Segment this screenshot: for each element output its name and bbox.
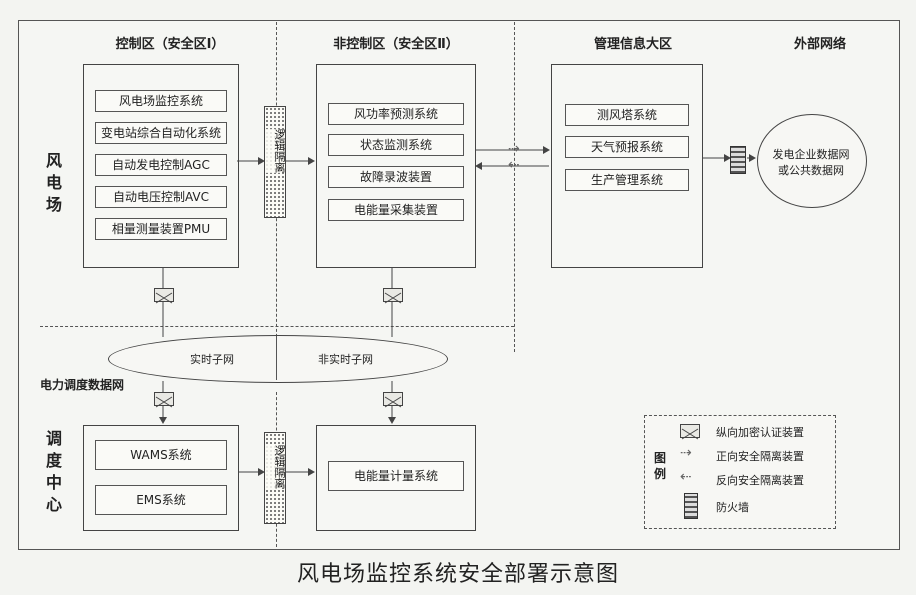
legend-box xyxy=(644,415,836,529)
subnet-nonrealtime: 非实时子网 xyxy=(318,353,373,366)
zone-title-control: 控制区（安全区Ⅰ） xyxy=(115,37,225,52)
zone-divider-2 xyxy=(514,22,515,352)
encryption-device-icon xyxy=(680,424,700,440)
external-network-label-2: 或公共数据网 xyxy=(778,164,844,177)
legend-label-forward-isolation: 正向安全隔离装置 xyxy=(716,450,804,463)
forward-isolation-arrow-icon: ⇢ xyxy=(508,141,520,157)
system-agc: 自动发电控制AGC xyxy=(95,154,227,176)
system-wind-power-forecast: 风功率预测系统 xyxy=(328,103,464,125)
encryption-device-icon xyxy=(154,288,174,304)
subnet-divider xyxy=(276,336,277,380)
encryption-device-icon xyxy=(154,392,174,408)
system-ems: EMS系统 xyxy=(95,485,227,515)
system-energy-metering: 电能量计量系统 xyxy=(328,461,464,491)
external-network-label-1: 发电企业数据网 xyxy=(772,148,850,161)
logical-isolation-top: 逻辑隔离 xyxy=(264,106,286,218)
reverse-isolation-arrow-icon: ⇠ xyxy=(508,157,520,173)
system-met-tower: 测风塔系统 xyxy=(565,104,689,126)
system-substation-automation: 变电站综合自动化系统 xyxy=(95,122,227,144)
side-label-dispatch-center: 调度中心 xyxy=(45,429,62,514)
encryption-device-icon xyxy=(383,392,403,408)
system-wind-monitoring: 风电场监控系统 xyxy=(95,90,227,112)
legend-label-reverse-isolation: 反向安全隔离装置 xyxy=(716,474,804,487)
legend-label-firewall: 防火墙 xyxy=(716,501,749,514)
figure-caption: 风电场监控系统安全部署示意图 xyxy=(296,562,619,587)
logical-isolation-bottom: 逻辑隔离 xyxy=(264,432,286,524)
forward-isolation-arrow-icon: ⇢ xyxy=(680,445,692,461)
external-network-ellipse xyxy=(757,114,867,208)
zone-title-external: 外部网络 xyxy=(793,37,846,52)
encryption-device-icon xyxy=(383,288,403,304)
legend-label-encryption: 纵向加密认证装置 xyxy=(716,426,804,439)
logical-isolation-label: 逻辑隔离 xyxy=(265,129,286,173)
system-avc: 自动电压控制AVC xyxy=(95,186,227,208)
reverse-isolation-arrow-icon: ⇠ xyxy=(680,469,692,485)
subnet-realtime: 实时子网 xyxy=(190,353,234,366)
system-weather-forecast: 天气预报系统 xyxy=(565,136,689,158)
firewall-icon xyxy=(684,493,698,519)
dispatch-network-ellipse xyxy=(108,335,448,383)
side-label-wind-farm: 风电场 xyxy=(45,151,62,214)
logical-isolation-label: 逻辑隔离 xyxy=(265,445,286,489)
system-energy-collector: 电能量采集装置 xyxy=(328,199,464,221)
region-divider xyxy=(40,326,514,327)
system-wams: WAMS系统 xyxy=(95,440,227,470)
zone-title-mis: 管理信息大区 xyxy=(593,37,672,52)
legend-title: 图例 xyxy=(654,451,667,481)
mis-zone-box xyxy=(551,64,703,268)
firewall-icon xyxy=(730,146,746,174)
zone-title-noncontrol: 非控制区（安全区Ⅱ） xyxy=(333,37,459,52)
system-fault-recorder: 故障录波装置 xyxy=(328,166,464,188)
side-label-dispatch-network: 电力调度数据网 xyxy=(40,378,125,392)
system-condition-monitoring: 状态监测系统 xyxy=(328,134,464,156)
system-pmu: 相量测量装置PMU xyxy=(95,218,227,240)
system-production-management: 生产管理系统 xyxy=(565,169,689,191)
